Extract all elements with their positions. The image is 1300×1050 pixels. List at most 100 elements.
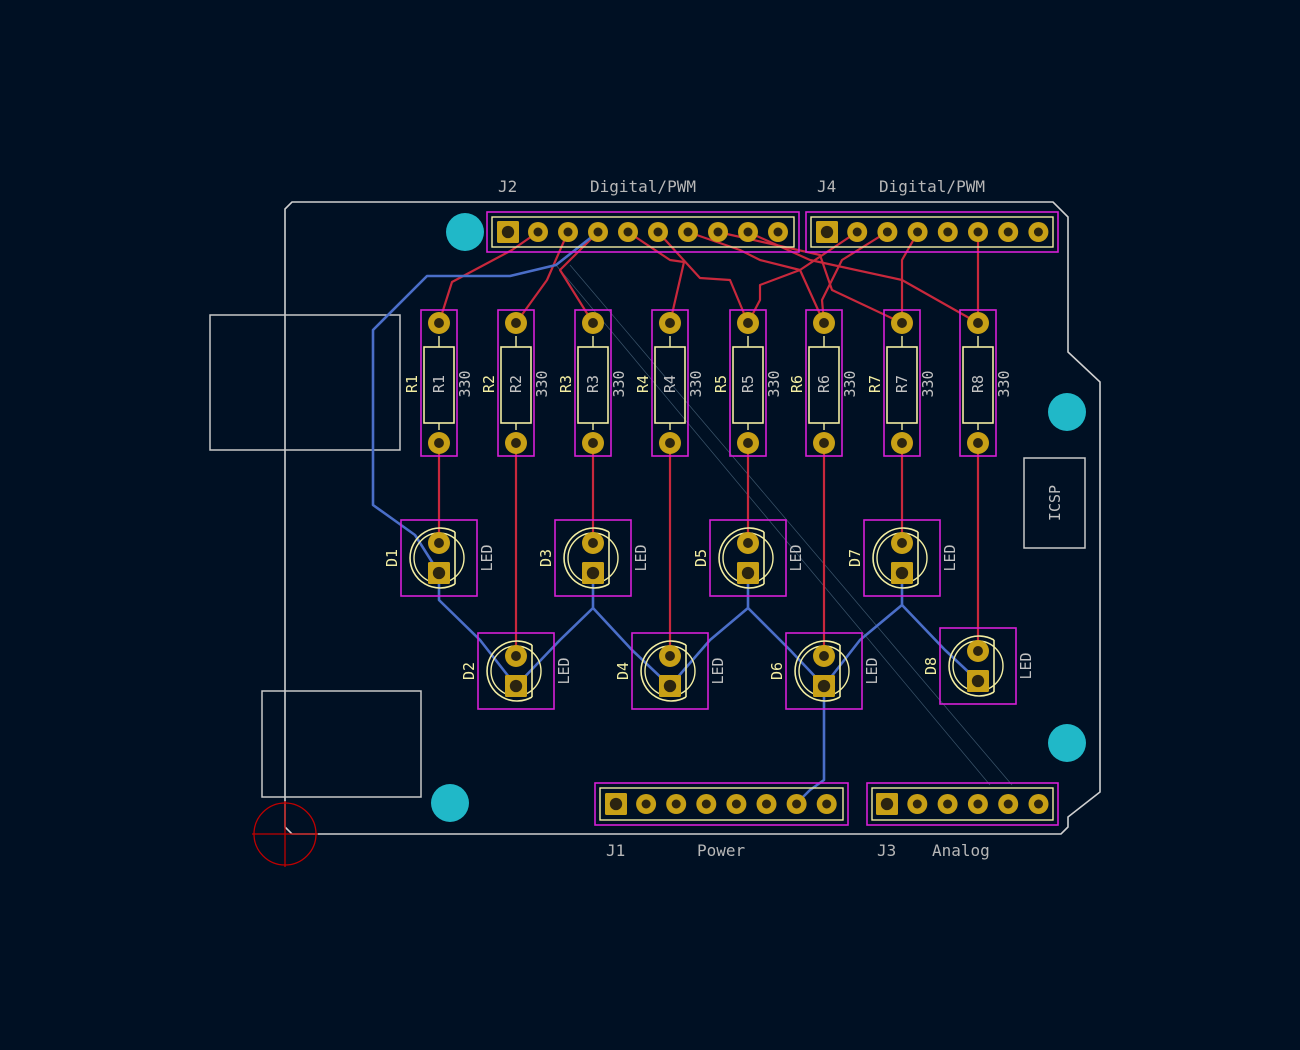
resistor-value: 330 (765, 370, 783, 397)
led-d2[interactable] (477, 632, 555, 710)
led-outline-silk (794, 640, 841, 702)
courtyard (486, 211, 800, 253)
led-d1[interactable] (400, 519, 478, 597)
led-ref: D1 (383, 549, 401, 567)
j3-ref: J3 (877, 841, 896, 860)
resistor-courtyard (574, 309, 612, 457)
resistor-ref-inner: R5 (739, 375, 757, 393)
connector-j1[interactable] (594, 782, 849, 826)
resistor-ref: R1 (403, 375, 421, 393)
led-outline-silk (948, 635, 995, 697)
connector-j3[interactable] (866, 782, 1059, 826)
pad-drill (609, 797, 623, 811)
pad-drill (773, 227, 783, 237)
resistor-ref: R5 (712, 375, 730, 393)
resistor-value: 330 (687, 370, 705, 397)
led-courtyard (554, 519, 632, 597)
resistor-value: 330 (995, 370, 1013, 397)
led-d4[interactable] (631, 632, 709, 710)
resistor-r6[interactable] (805, 309, 843, 457)
resistor-courtyard (959, 309, 997, 457)
pad-drill (663, 679, 677, 693)
led-d7[interactable] (863, 519, 941, 597)
resistor-labels: R1 R1 330 R2 R2 330 R3 R3 330 R4 R4 330 … (403, 370, 1013, 397)
led-ref: D6 (768, 662, 786, 680)
pad-drill (511, 318, 521, 328)
pad-drill (511, 438, 521, 448)
pad-drill (593, 227, 603, 237)
led-courtyard (863, 519, 941, 597)
resistor-r7[interactable] (883, 309, 921, 457)
led-d8[interactable] (939, 627, 1017, 705)
connector-j4[interactable] (805, 211, 1059, 253)
resistor-r1[interactable] (420, 309, 458, 457)
connector-j2[interactable] (486, 211, 800, 253)
pad-drill (701, 799, 711, 809)
pad-drill (509, 679, 523, 693)
resistor-ref-inner: R6 (815, 375, 833, 393)
pad-drill (533, 227, 543, 237)
pad-drill (713, 227, 723, 237)
pad-drill (588, 538, 598, 548)
courtyard (594, 782, 849, 826)
pad-drill (588, 438, 598, 448)
resistor-courtyard (805, 309, 843, 457)
pad-drill (434, 538, 444, 548)
resistor-ref-inner: R4 (661, 375, 679, 393)
j3-label: Analog (932, 841, 990, 860)
led-courtyard (709, 519, 787, 597)
pad-drill (943, 227, 953, 237)
led-value: LED (555, 657, 573, 684)
icsp-outline (1023, 457, 1086, 549)
led-d3[interactable] (554, 519, 632, 597)
led-courtyard (400, 519, 478, 597)
resistor-ref: R2 (480, 375, 498, 393)
pad-drill (743, 438, 753, 448)
resistor-r5[interactable] (729, 309, 767, 457)
pad-drill (432, 566, 446, 580)
j2-ref: J2 (498, 177, 517, 196)
led-d5[interactable] (709, 519, 787, 597)
resistor-group (420, 309, 997, 457)
resistor-courtyard (420, 309, 458, 457)
pad-drill (665, 318, 675, 328)
pad-drill (973, 227, 983, 237)
power-jack-outline (261, 690, 422, 798)
pad-drill (973, 799, 983, 809)
mounting-hole (1048, 724, 1086, 762)
led-value: LED (941, 544, 959, 571)
resistor-r8[interactable] (959, 309, 997, 457)
resistor-courtyard (497, 309, 535, 457)
pad-drill (501, 225, 515, 239)
led-d6[interactable] (785, 632, 863, 710)
led-courtyard (631, 632, 709, 710)
resistor-r4[interactable] (651, 309, 689, 457)
j4-ref: J4 (817, 177, 836, 196)
resistor-r2[interactable] (497, 309, 535, 457)
silk-outline (810, 216, 1054, 248)
led-value: LED (632, 544, 650, 571)
led-ref: D3 (537, 549, 555, 567)
pad-drill (743, 318, 753, 328)
led-outline-silk (409, 527, 456, 589)
led-outline-silk (872, 527, 919, 589)
led-ref: D2 (460, 662, 478, 680)
led-value: LED (787, 544, 805, 571)
resistor-ref: R4 (634, 375, 652, 393)
pad-drill (973, 646, 983, 656)
pad-drill (653, 227, 663, 237)
led-labels: D1 LED D2 LED D3 LED D4 LED D5 LED D6 LE… (383, 544, 1035, 684)
icsp-label: ICSP (1046, 485, 1064, 521)
courtyard (866, 782, 1059, 826)
led-ref: D4 (614, 662, 632, 680)
back-copper-traces (371, 230, 979, 804)
pad-drill (434, 318, 444, 328)
pad-drill (743, 538, 753, 548)
ratsnest-line (555, 264, 991, 786)
pad-drill (973, 318, 983, 328)
ratsnest-line (569, 264, 1013, 786)
resistor-ref-inner: R7 (893, 375, 911, 393)
resistor-r3[interactable] (574, 309, 612, 457)
resistor-ref: R3 (557, 375, 575, 393)
